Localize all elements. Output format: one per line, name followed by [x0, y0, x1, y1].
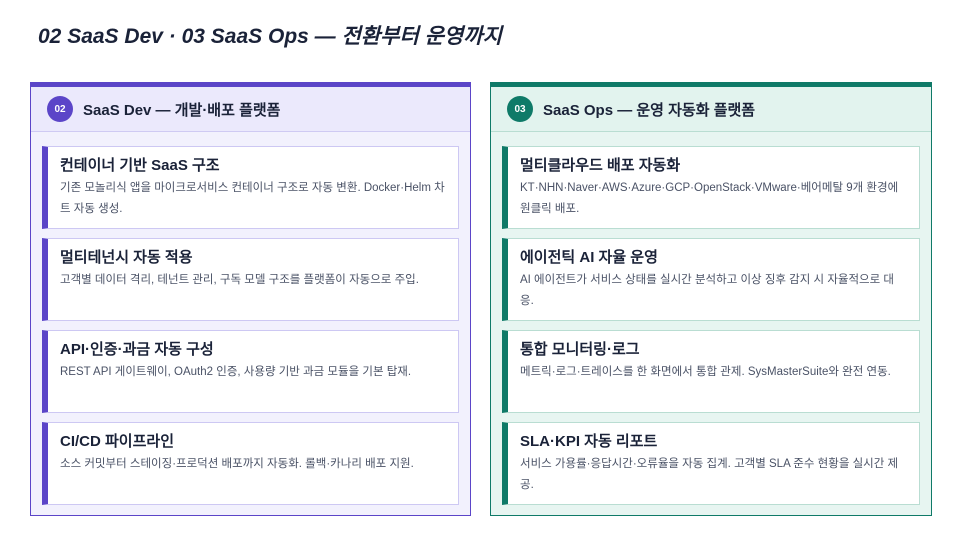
card-title: SLA·KPI 자동 리포트	[520, 433, 658, 450]
card-desc: 서비스 가용률·응답시간·오류율을 자동 집계. 고객별 SLA 준수 현황을 …	[520, 458, 899, 491]
saas-ops-header: 03 SaaS Ops — 운영 자동화 플랫폼	[491, 87, 931, 132]
card-title: CI/CD 파이프라인	[60, 433, 175, 450]
section-badge: 02	[47, 96, 73, 122]
section-badge: 03	[507, 96, 533, 122]
card-desc: 기존 모놀리식 앱을 마이크로서비스 컨테이너 구조로 자동 변환. Docke…	[60, 182, 445, 215]
card-desc: 소스 커밋부터 스테이징·프로덕션 배포까지 자동화. 롤백·카나리 배포 지원…	[60, 458, 414, 470]
card-title: API·인증·과금 자동 구성	[60, 341, 214, 358]
card-desc: AI 에이전트가 서비스 상태를 실시간 분석하고 이상 징후 감지 시 자율적…	[520, 274, 894, 307]
panel-title: SaaS Dev — 개발·배포 플랫폼	[83, 101, 281, 119]
feature-card: 멀티클라우드 배포 자동화 KT·NHN·Naver·AWS·Azure·GCP·…	[502, 146, 920, 229]
card-title: 멀티클라우드 배포 자동화	[520, 157, 681, 174]
panel-title: SaaS Ops — 운영 자동화 플랫폼	[543, 101, 756, 119]
feature-card: API·인증·과금 자동 구성 REST API 게이트웨이, OAuth2 인증…	[42, 330, 459, 413]
slide-title: 02 SaaS Dev · 03 SaaS Ops — 전환부터 운영까지	[38, 25, 502, 48]
saas-dev-header: 02 SaaS Dev — 개발·배포 플랫폼	[31, 87, 470, 132]
card-title: 컨테이너 기반 SaaS 구조	[60, 157, 220, 174]
card-title: 에이전틱 AI 자율 운영	[520, 249, 658, 266]
card-desc: REST API 게이트웨이, OAuth2 인증, 사용량 기반 과금 모듈을…	[60, 366, 412, 378]
saas-ops-panel: 03 SaaS Ops — 운영 자동화 플랫폼 멀티클라우드 배포 자동화 KT…	[490, 82, 932, 516]
card-desc: 메트릭·로그·트레이스를 한 화면에서 통합 관제. SysMasterSuit…	[520, 366, 891, 378]
card-title: 통합 모니터링·로그	[520, 341, 640, 358]
feature-card: 에이전틱 AI 자율 운영 AI 에이전트가 서비스 상태를 실시간 분석하고 이…	[502, 238, 920, 321]
card-desc: 고객별 데이터 격리, 테넌트 관리, 구독 모델 구조를 플랫폼이 자동으로 …	[60, 274, 419, 286]
card-desc: KT·NHN·Naver·AWS·Azure·GCP·OpenStack·VMw…	[520, 182, 899, 215]
card-title: 멀티테넌시 자동 적용	[60, 249, 193, 266]
